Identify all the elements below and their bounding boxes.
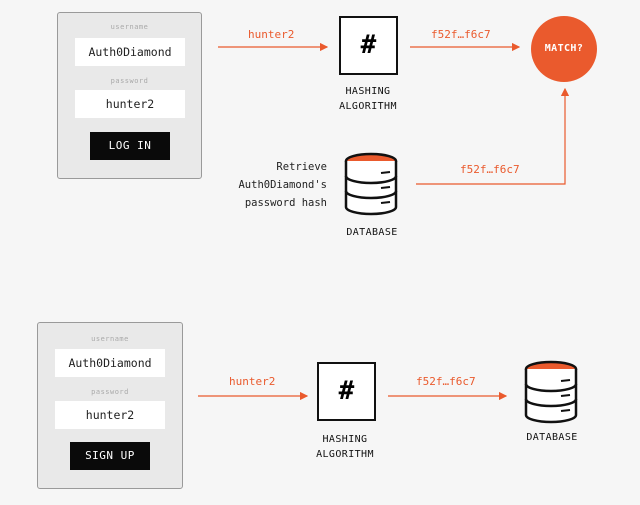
retrieve-line: Auth0Diamond's <box>238 179 327 191</box>
caption-line: ALGORITHM <box>316 449 374 460</box>
username-field[interactable]: Auth0Diamond <box>75 38 185 66</box>
signup-input-password-label: hunter2 <box>229 375 276 388</box>
arrow-db-to-match <box>416 87 570 185</box>
signup-form-panel: username Auth0Diamond password hunter2 S… <box>37 322 183 489</box>
signup-hashing-algorithm-box: # <box>317 362 376 421</box>
username-label: username <box>110 23 149 31</box>
database-caption: DATABASE <box>346 227 398 238</box>
caption-line: HASHING <box>322 434 368 445</box>
db-output-label: f52f…f6c7 <box>460 163 520 176</box>
hash-output-label: f52f…f6c7 <box>431 28 491 41</box>
retrieve-line: password hash <box>244 197 327 209</box>
password-field[interactable]: hunter2 <box>75 90 185 118</box>
signup-database-caption: DATABASE <box>526 432 578 443</box>
login-form-panel: username Auth0Diamond password hunter2 L… <box>57 12 202 179</box>
password-label: password <box>110 77 149 85</box>
username-field[interactable]: Auth0Diamond <box>55 349 165 377</box>
signup-hashing-algorithm-caption: HASHING ALGORITHM <box>303 432 387 462</box>
retrieve-text: Retrieve Auth0Diamond's password hash <box>215 158 327 212</box>
caption-line: HASHING <box>345 86 391 97</box>
hashing-algorithm-box: # <box>339 16 398 75</box>
signup-button[interactable]: SIGN UP <box>70 442 150 470</box>
signup-hash-output-label: f52f…f6c7 <box>416 375 476 388</box>
password-label: password <box>91 388 129 396</box>
signup-database-icon <box>524 360 578 424</box>
login-button[interactable]: LOG IN <box>90 132 170 160</box>
username-label: username <box>91 335 129 343</box>
hashing-algorithm-caption: HASHING ALGORITHM <box>326 84 410 114</box>
retrieve-line: Retrieve <box>276 161 327 173</box>
input-password-label: hunter2 <box>248 28 295 41</box>
match-circle: MATCH? <box>531 16 597 82</box>
database-icon <box>344 152 398 216</box>
caption-line: ALGORITHM <box>339 101 397 112</box>
password-field[interactable]: hunter2 <box>55 401 165 429</box>
